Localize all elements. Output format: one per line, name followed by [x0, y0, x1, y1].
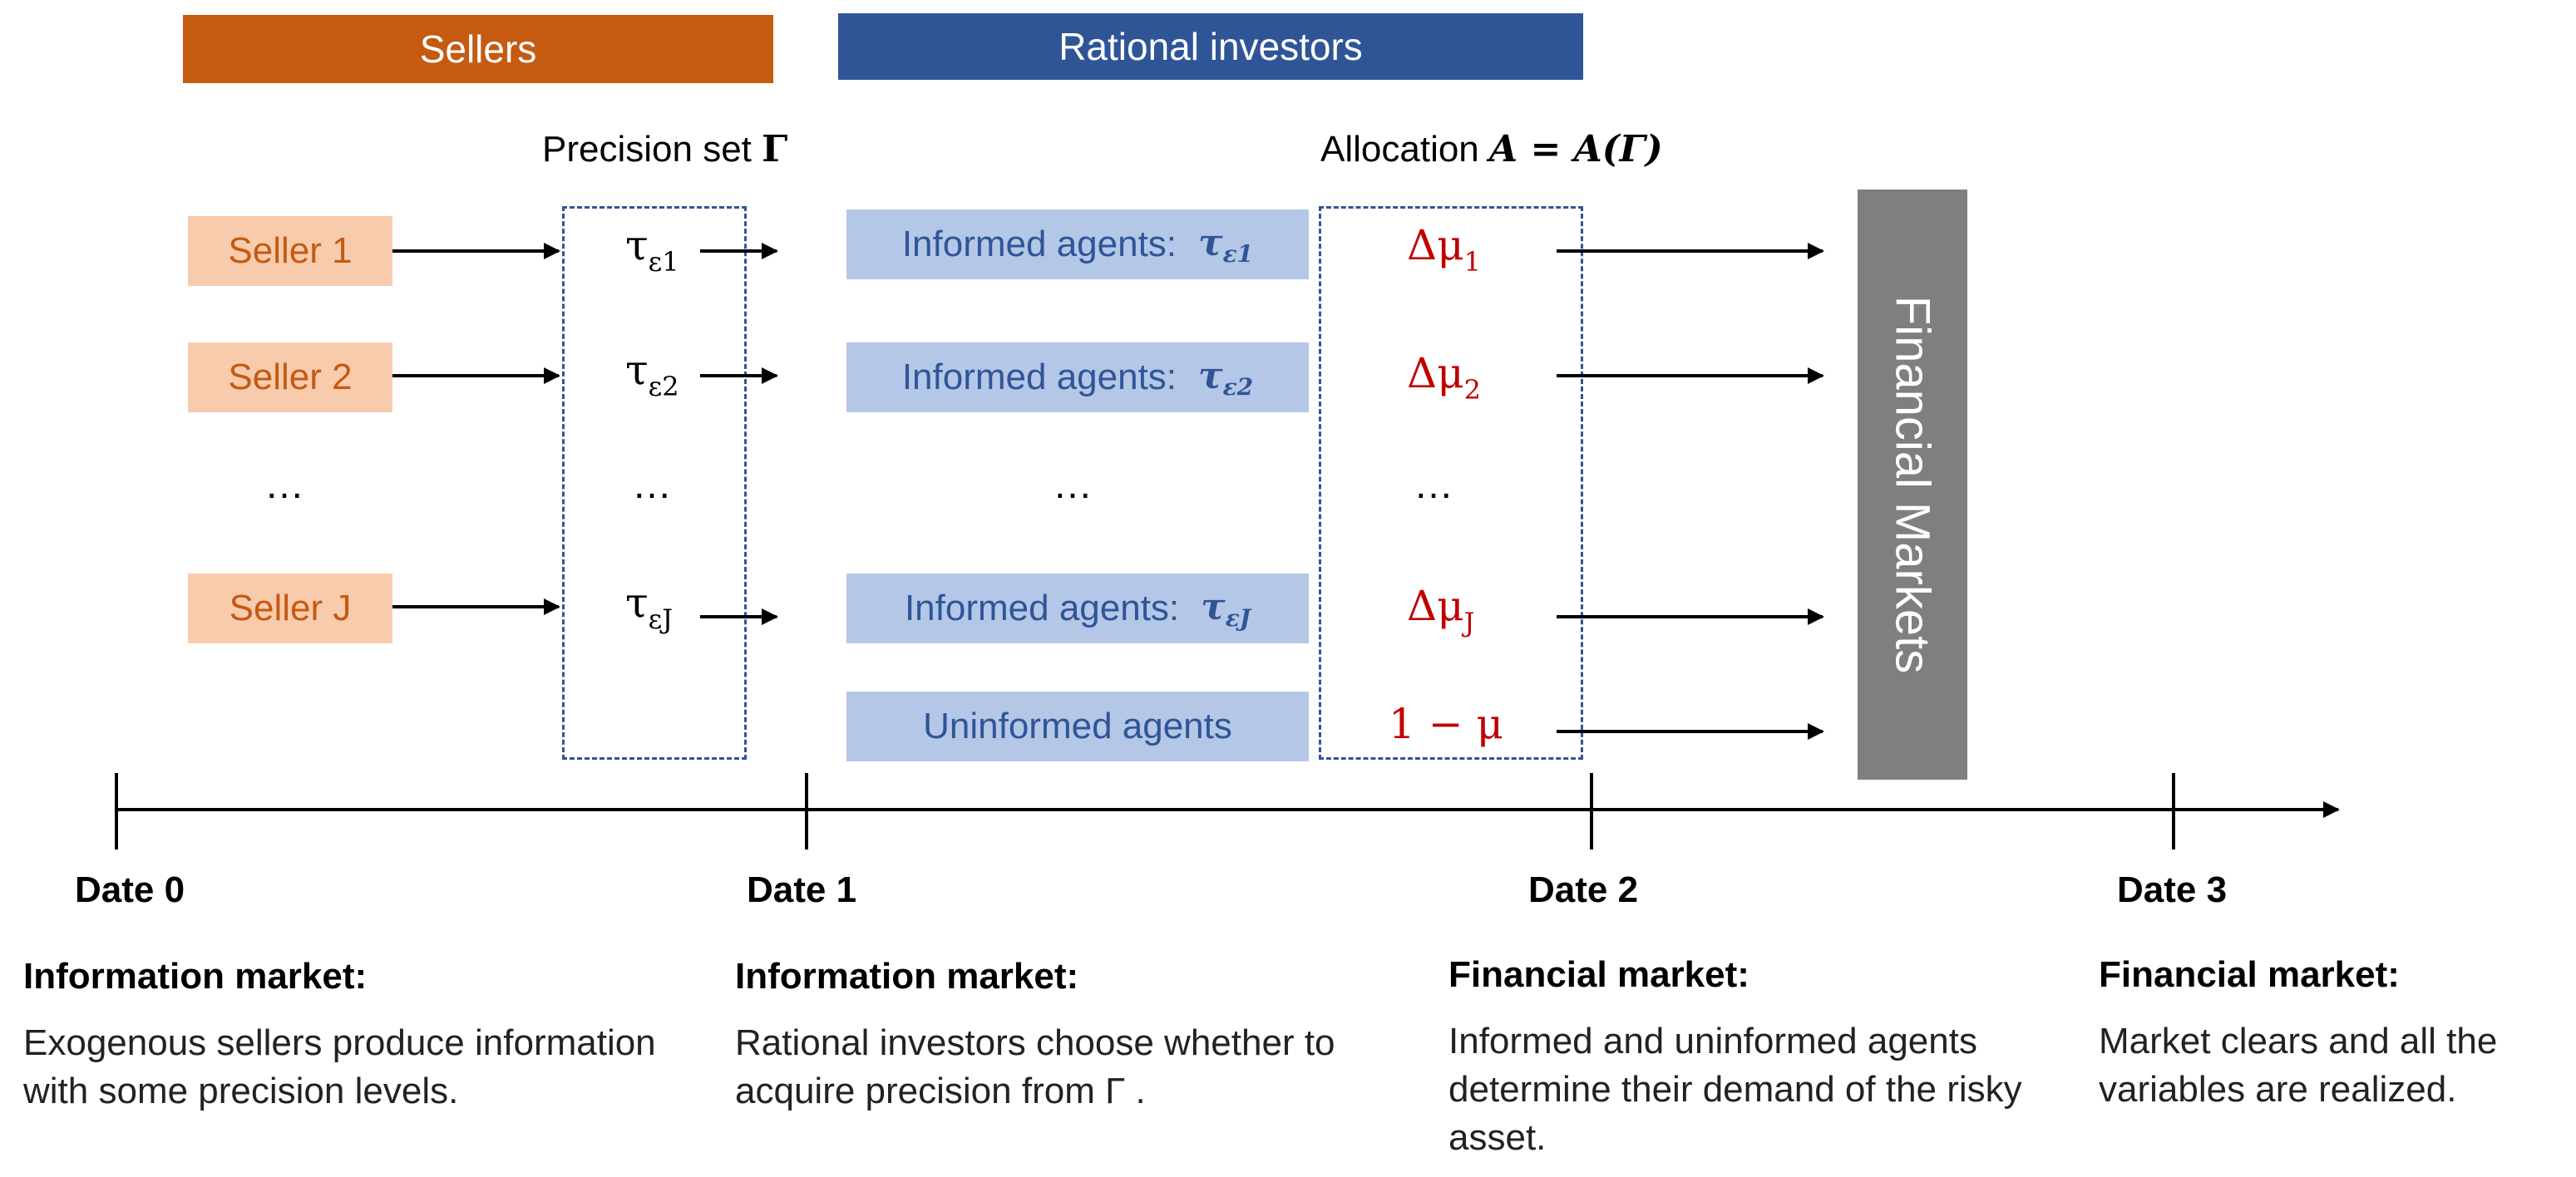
- allocation-1: Δμ1: [1407, 221, 1481, 278]
- allocation-header: Allocation A = A(Γ): [1320, 128, 1663, 170]
- allocation-ellipsis: …: [1414, 463, 1457, 507]
- phase-1-title: Information market:: [735, 956, 1079, 997]
- date-0: Date 0: [75, 869, 185, 910]
- gamma-symbol: Γ: [762, 128, 788, 170]
- informed-agents-j: Informed agents:τεJ: [846, 574, 1309, 643]
- allocation-uninformed: 1 − μ: [1389, 700, 1503, 748]
- date-2: Date 2: [1528, 869, 1639, 910]
- sellers-banner: Sellers: [183, 15, 773, 83]
- phase-1-description: Rational investors choose whether to acq…: [735, 1022, 1335, 1111]
- financial-markets-block: Financial Markets: [1858, 190, 1967, 780]
- phase-2-title: Financial market:: [1448, 954, 1749, 995]
- seller-j: Seller J: [188, 574, 392, 643]
- seller-2: Seller 2: [188, 342, 392, 412]
- allocation-2: Δμ2: [1407, 349, 1481, 406]
- informed-agents-1: Informed agents:τε1: [846, 209, 1309, 279]
- seller-1: Seller 1: [188, 216, 392, 286]
- phase-2-description: Informed and uninformed agents determine…: [1448, 1021, 2022, 1158]
- uninformed-agents: Uninformed agents: [846, 692, 1309, 761]
- date-1: Date 1: [747, 869, 857, 910]
- allocation-box: [1319, 206, 1583, 760]
- phase-3-title: Financial market:: [2099, 954, 2400, 995]
- allocation-j: ΔμJ: [1407, 582, 1475, 638]
- precision-ellipsis: …: [632, 463, 675, 507]
- precision-set-label: Precision set: [542, 129, 752, 170]
- rational-investors-banner: Rational investors: [838, 13, 1583, 80]
- date-3: Date 3: [2117, 869, 2228, 910]
- phase-0-title: Information market:: [23, 956, 368, 997]
- precision-j: τεJ: [625, 579, 674, 635]
- precision-set-header: Precision set Γ: [542, 128, 787, 170]
- phase-0-description: Exogenous sellers produce information wi…: [23, 1022, 656, 1111]
- allocation-label: Allocation: [1320, 129, 1479, 170]
- allocation-formula: A = A(Γ): [1489, 128, 1663, 170]
- informed-agents-2: Informed agents:τε2: [846, 342, 1309, 412]
- precision-set-box: [562, 206, 747, 760]
- precision-1: τε1: [625, 221, 679, 278]
- agents-ellipsis: …: [1053, 463, 1096, 507]
- seller-ellipsis: …: [264, 463, 308, 507]
- precision-2: τε2: [625, 346, 679, 402]
- phase-3-description: Market clears and all the variables are …: [2099, 1021, 2498, 1110]
